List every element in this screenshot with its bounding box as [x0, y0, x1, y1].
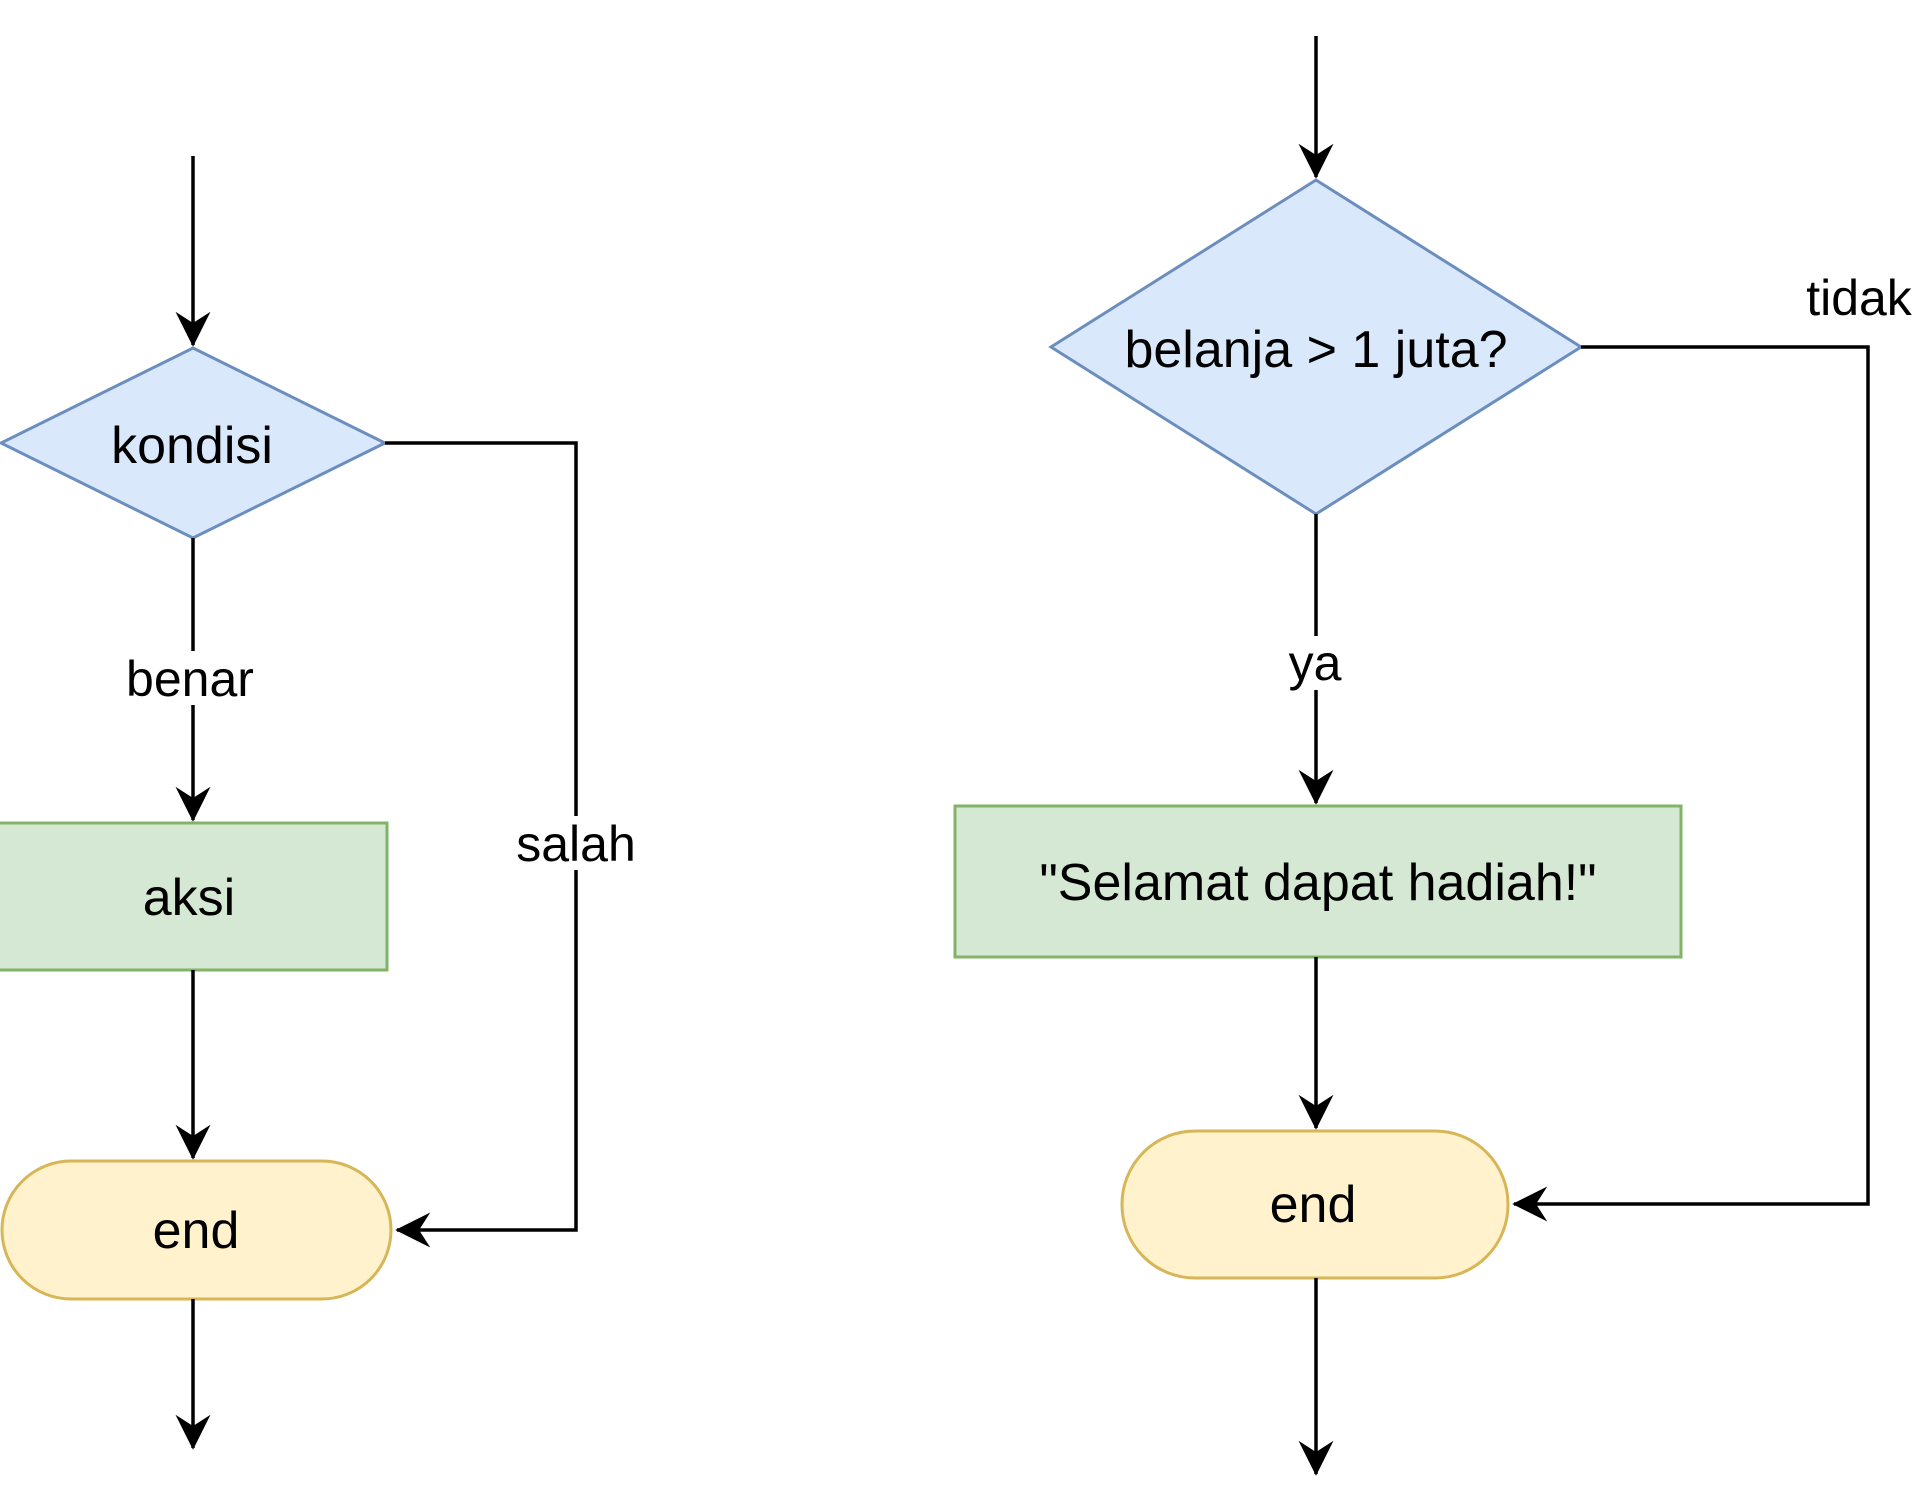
right-end-label: end — [1270, 1176, 1357, 1234]
right-action-label: "Selamat dapat hadiah!" — [1039, 854, 1596, 912]
right-action-rect — [953, 804, 1683, 959]
left-true-label: benar — [126, 651, 254, 707]
left-action-label: aksi — [143, 869, 235, 927]
right-true-label-background — [1281, 636, 1351, 690]
left-false-label-background — [508, 816, 644, 870]
left-flowchart: kondisi benar aksi end salah — [0, 156, 644, 1450]
left-decision-label: kondisi — [111, 417, 273, 475]
right-false-arrow — [1512, 345, 1870, 1222]
left-action-rect — [0, 821, 389, 972]
left-true-label-background — [118, 651, 262, 705]
right-false-label-background — [1797, 270, 1920, 324]
right-flowchart: belanja > 1 juta? ya "Selamat dapat hadi… — [953, 36, 1920, 1476]
right-decision-label: belanja > 1 juta? — [1124, 321, 1507, 379]
right-true-label: ya — [1289, 635, 1342, 691]
left-end-terminator — [0, 1159, 393, 1301]
right-false-label: tidak — [1806, 270, 1913, 326]
left-false-label: salah — [516, 816, 636, 872]
left-end-label: end — [153, 1202, 240, 1260]
